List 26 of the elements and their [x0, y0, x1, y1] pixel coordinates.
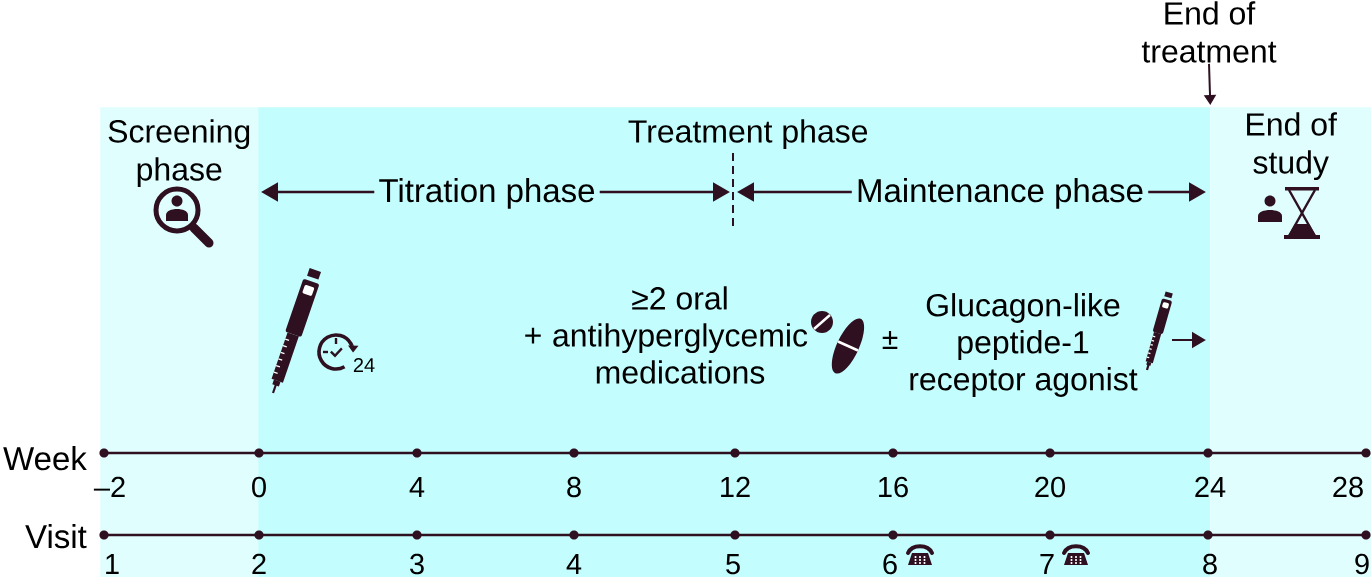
tick-label: 4 [409, 477, 425, 497]
tick-label: 7 [1040, 554, 1054, 574]
tick-label: 3 [410, 553, 424, 575]
tick-label: 20 [1035, 476, 1065, 498]
tick-label: 24 [1195, 476, 1226, 497]
tick-label: 5 [726, 554, 740, 575]
plus-minus-sign: ± [882, 331, 898, 349]
medication-text: ≥2 oral antihyperglycemic medications [553, 286, 808, 384]
milestone-label: End of treatment [1141, 1, 1277, 63]
tick-label: 16 [879, 476, 908, 498]
tick-label: 8 [567, 476, 581, 498]
medication-text: Glucagon-like peptide-1 receptor agonist [910, 293, 1138, 397]
clock-number: 24 [353, 358, 375, 372]
tick-label: 0 [252, 476, 266, 498]
tick-label: 8 [1203, 553, 1217, 575]
tick-label: 2 [252, 553, 266, 574]
tick-label: –2 [93, 476, 125, 497]
tick-label: 9 [1355, 553, 1369, 575]
plus-sign: + [525, 327, 541, 344]
tick-label: 4 [566, 554, 582, 574]
tick-label: 1 [106, 554, 119, 574]
tick-label: 6 [883, 553, 897, 575]
phase-label: Maintenance phase [858, 178, 1143, 209]
tick-label: 28 [1333, 476, 1363, 498]
tick-label: 12 [721, 476, 750, 497]
phase-label: Titration phase [379, 178, 595, 209]
